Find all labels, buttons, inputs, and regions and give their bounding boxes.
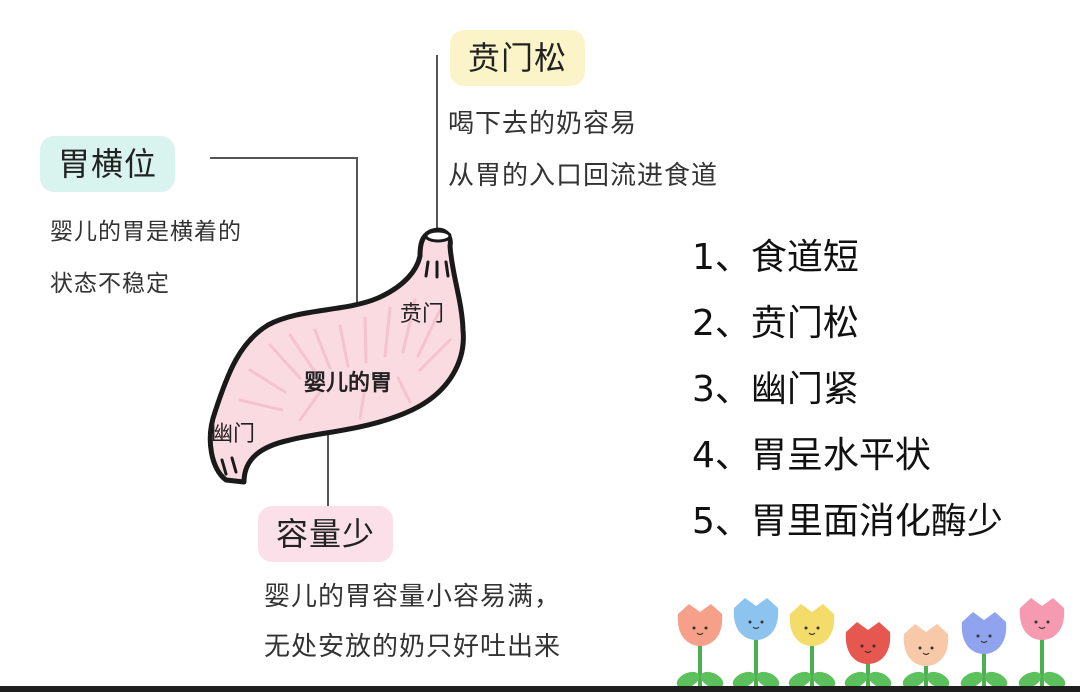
- cardia-title-badge: 贲门松: [450, 30, 586, 86]
- reasons-list: 1、食道短 2、贲门松 3、幽门紧 4、胃呈水平状 5、胃里面消化酶少: [692, 232, 1003, 562]
- list-item: 3、幽门紧: [692, 369, 859, 410]
- list-item: 5、胃里面消化酶少: [692, 501, 1003, 542]
- cardia-label: 贲门: [400, 302, 445, 327]
- cardia-description: 喝下去的奶容易 从胃的入口回流进食道: [448, 98, 718, 202]
- flower-icon: [844, 622, 892, 689]
- horizontal-description-line: 婴儿的胃是横着的: [50, 219, 242, 245]
- cardia-description-line: 从胃的入口回流进食道: [448, 161, 719, 191]
- flower-icon: [676, 604, 724, 689]
- horizontal-title-badge: 胃横位: [40, 136, 176, 192]
- horizontal-description-line: 状态不稳定: [50, 271, 170, 297]
- pylorus-folds: [220, 456, 238, 476]
- list-item: 2、贲门松: [692, 303, 859, 344]
- stomach-shape: [207, 227, 466, 485]
- pylorus-label: 幽门: [211, 422, 256, 447]
- flower-icon: [732, 598, 780, 689]
- list-item: 4、胃呈水平状: [692, 435, 931, 476]
- capacity-description: 婴儿的胃容量小容易满， 无处安放的奶只好吐出来: [264, 572, 561, 672]
- list-item: 1、食道短: [692, 237, 859, 278]
- stomach-main-label: 婴儿的胃: [304, 371, 393, 396]
- flower-icon: [902, 624, 950, 689]
- capacity-description-line: 婴儿的胃容量小容易满，: [264, 582, 562, 612]
- cardia-description-line: 喝下去的奶容易: [448, 109, 638, 139]
- flower-icon: [960, 612, 1008, 689]
- flower-icon: [788, 604, 836, 689]
- capacity-description-line: 无处安放的奶只好吐出来: [264, 632, 562, 662]
- cardia-folds: [424, 260, 450, 279]
- stomach-texture: [238, 298, 452, 422]
- horizontal-connector-line: [210, 157, 358, 318]
- flower-icon: [1018, 598, 1066, 689]
- horizontal-description: 婴儿的胃是横着的 状态不稳定: [50, 206, 242, 310]
- capacity-title-badge: 容量少: [258, 506, 394, 562]
- bottom-bar: [0, 686, 1080, 692]
- esophagus-opening: [424, 229, 452, 243]
